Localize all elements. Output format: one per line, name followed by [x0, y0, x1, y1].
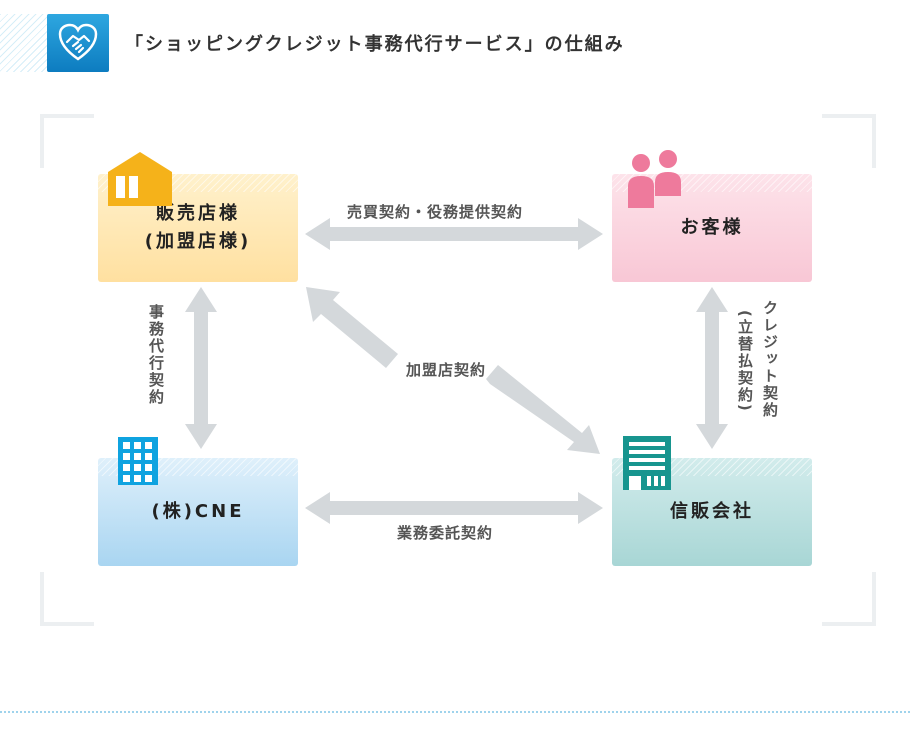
- header-hatch-decoration: [0, 14, 52, 72]
- bank-building-icon: [623, 436, 671, 490]
- node-shop-label: 販売店様 (加盟店様): [145, 200, 251, 256]
- footer-dotted-divider: [0, 711, 910, 713]
- arrow-credit-shop-tail: [486, 365, 600, 454]
- node-credit-label: 信販会社: [670, 501, 754, 522]
- shop-icon: [108, 152, 172, 206]
- node-shop-line2: (加盟店様): [144, 231, 252, 252]
- relation-label-credit-contract: クレジット契約: [761, 300, 779, 419]
- corner-bracket-bottom-right: [822, 572, 876, 626]
- logo: [47, 14, 109, 72]
- relation-label-outsourcing-contract: 業務委託契約: [397, 524, 494, 542]
- relation-label-sales-contract: 売買契約・役務提供契約: [347, 203, 524, 221]
- office-building-icon: [118, 437, 158, 485]
- relation-label-agency-contract: 事務代行契約: [147, 304, 165, 406]
- corner-bracket-top-left: [40, 114, 94, 168]
- arrow-cne-credit: [305, 492, 603, 524]
- arrow-shop-cne: [185, 287, 217, 449]
- arrow-shop-customer: [305, 218, 603, 250]
- arrow-customer-credit: [696, 287, 728, 449]
- relation-label-merchant-contract: 加盟店契約: [406, 361, 487, 379]
- handshake-heart-icon: [58, 23, 98, 61]
- node-cne-label: (株)CNE: [151, 501, 245, 522]
- node-shop-line1: 販売店様: [155, 203, 240, 224]
- corner-bracket-bottom-left: [40, 572, 94, 626]
- people-icon: [628, 150, 681, 208]
- corner-bracket-top-right: [822, 114, 876, 168]
- arrow-credit-shop-head: [306, 287, 398, 368]
- relation-label-credit-contract-note: (立替払契約): [736, 310, 754, 413]
- node-customer-label: お客様: [680, 217, 744, 238]
- page-title: 「ショッピングクレジット事務代行サービス」の仕組み: [125, 34, 625, 55]
